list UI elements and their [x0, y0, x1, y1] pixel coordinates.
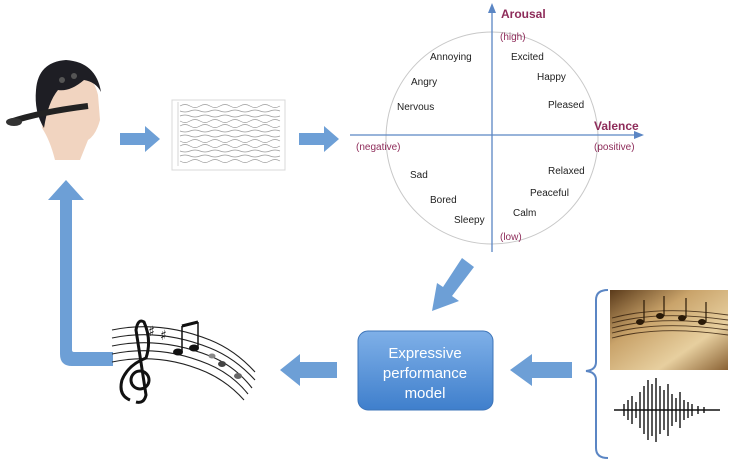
model-box-bg — [357, 330, 494, 411]
arrow-inputs-to-model — [510, 354, 572, 386]
valence-positive-label: (positive) — [594, 142, 635, 153]
emotion-happy: Happy — [537, 72, 566, 83]
arousal-axis-label: Arousal — [501, 7, 546, 21]
emotion-relaxed: Relaxed — [548, 166, 585, 177]
emotion-pleased: Pleased — [548, 100, 584, 111]
head-eeg-icon — [6, 60, 101, 160]
sheet-music-icon — [610, 290, 729, 370]
emotion-bored: Bored — [430, 195, 457, 206]
emotion-peaceful: Peaceful — [530, 188, 569, 199]
valence-negative-label: (negative) — [356, 142, 400, 153]
emotion-angry: Angry — [411, 77, 437, 88]
arrow-eeg-to-circumplex — [299, 126, 339, 152]
model-box-line1: Expressive — [388, 345, 461, 362]
music-notes-icon: ♯ ♯ — [111, 319, 256, 404]
input-bracket — [585, 289, 609, 459]
circumplex-model — [350, 3, 644, 252]
arousal-low-label: (low) — [500, 232, 522, 243]
eeg-signal-icon — [171, 99, 286, 171]
emotion-excited: Excited — [511, 52, 544, 63]
model-box-line2: performance — [383, 365, 467, 382]
svg-text:♯: ♯ — [160, 328, 167, 344]
emotion-sad: Sad — [410, 170, 428, 181]
emotion-nervous: Nervous — [397, 102, 434, 113]
model-box-line3: model — [405, 385, 446, 402]
arrow-head-to-eeg — [120, 126, 160, 152]
emotion-calm: Calm — [513, 208, 536, 219]
arrow-circumplex-to-model — [432, 258, 474, 311]
waveform-icon — [614, 378, 720, 442]
valence-axis-label: Valence — [594, 119, 639, 133]
arrow-model-to-notes — [280, 354, 337, 386]
emotion-annoying: Annoying — [430, 52, 472, 63]
arousal-high-label: (high) — [500, 32, 526, 43]
feedback-arrow — [48, 180, 113, 366]
svg-text:♯: ♯ — [148, 324, 155, 340]
emotion-sleepy: Sleepy — [454, 215, 485, 226]
